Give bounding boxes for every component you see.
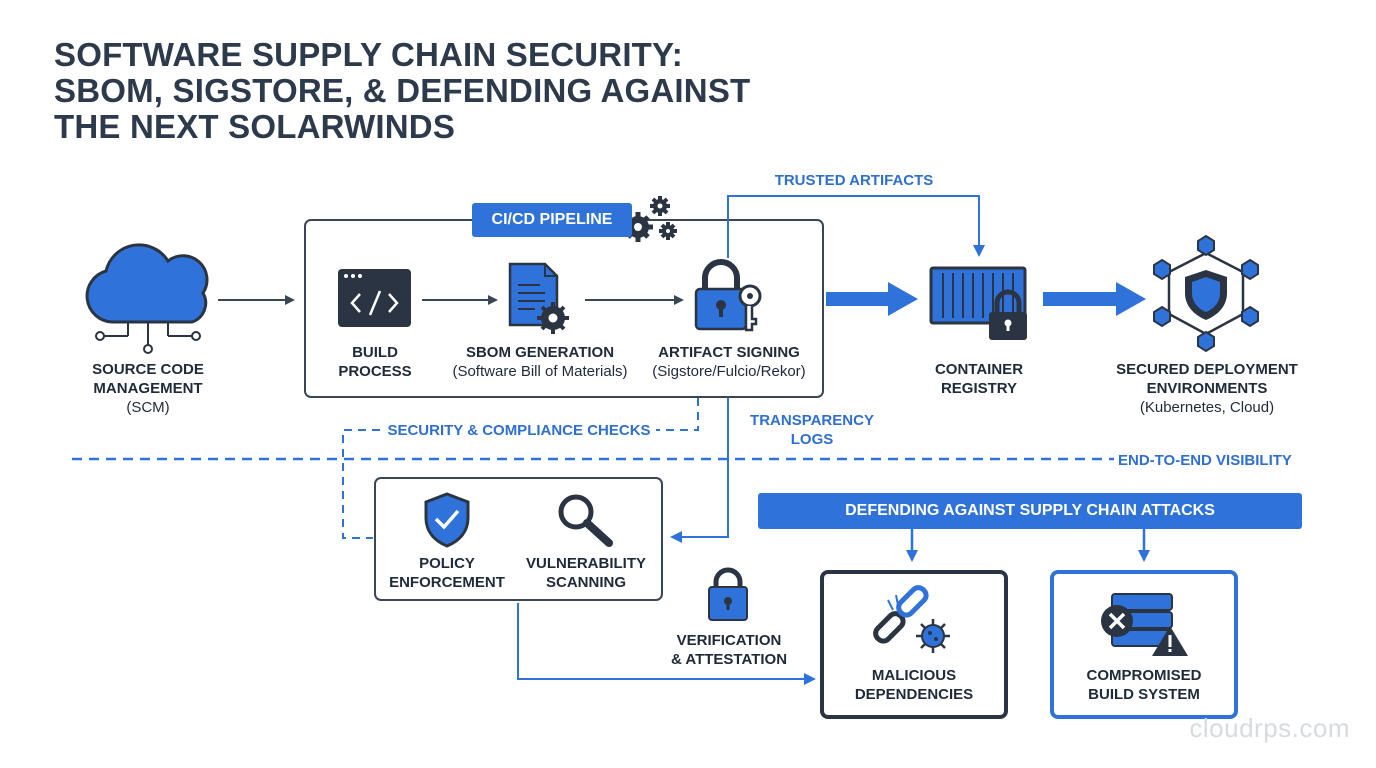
dashed-compliance-path [342, 398, 699, 539]
vuln-label: VULNERABILITY SCANNING [516, 554, 656, 592]
transparency-line-1: TRANSPARENCY [750, 412, 874, 429]
padlock-icon [708, 567, 748, 621]
build-title-2: PROCESS [338, 363, 412, 380]
pipeline-label: CI/CD PIPELINE [472, 203, 632, 237]
arrow-verification [517, 603, 816, 685]
shield-check-icon [424, 492, 470, 548]
signing-sub: (Sigstore/Fulcio/Rekor) [652, 363, 806, 380]
compliance-checks-label: SECURITY & COMPLIANCE CHECKS [382, 421, 656, 440]
scm-title-2: MANAGEMENT [93, 380, 203, 397]
cloud-icon [85, 243, 209, 354]
title-line-1: SOFTWARE SUPPLY CHAIN SECURITY: [54, 36, 683, 73]
title-line-2: SBOM, SIGSTORE, & DEFENDING AGAINST [54, 72, 751, 109]
server-warning-icon [1101, 593, 1188, 656]
checks-box [374, 477, 663, 601]
policy-label: POLICY ENFORCEMENT [382, 554, 512, 592]
vuln-title-2: SCANNING [545, 574, 626, 591]
malicious-label: MALICIOUS DEPENDENCIES [834, 666, 994, 704]
broken-chain-virus-icon [873, 585, 950, 653]
watermark: cloudrps.com [1189, 713, 1350, 743]
verify-title-2: & ATTESTATION [670, 651, 788, 668]
title-line-3: THE NEXT SOLARWINDS [54, 108, 456, 145]
document-gear-icon [508, 262, 569, 334]
sbom-label: SBOM GENERATION (Software Bill of Materi… [440, 343, 640, 381]
scm-sub: (SCM) [126, 399, 170, 416]
compromised-title-1: COMPROMISED [1086, 667, 1202, 684]
compromised-box [1050, 570, 1238, 719]
registry-title-1: CONTAINER [934, 361, 1024, 378]
scm-title-1: SOURCE CODE [92, 361, 204, 378]
visibility-label: END-TO-END VISIBILITY [1118, 452, 1292, 469]
padlock-key-icon [694, 259, 762, 332]
arrow-transparency-logs [670, 398, 729, 543]
scm-label: SOURCE CODE MANAGEMENT (SCM) [78, 360, 218, 417]
compromised-title-2: BUILD SYSTEM [1088, 686, 1200, 703]
arrow-pipeline-registry [826, 282, 918, 316]
magnifier-icon [558, 494, 613, 547]
deploy-title-1: SECURED DEPLOYMENT [1116, 361, 1298, 378]
transparency-logs-label: TRANSPARENCY LOGS [740, 411, 884, 449]
deploy-label: SECURED DEPLOYMENT ENVIRONMENTS (Kuberne… [1100, 360, 1314, 417]
container-lock-icon [929, 266, 1027, 340]
defending-banner: DEFENDING AGAINST SUPPLY CHAIN ATTACKS [758, 493, 1302, 529]
compromised-label: COMPROMISED BUILD SYSTEM [1064, 666, 1224, 704]
malicious-box [820, 570, 1008, 719]
sbom-title: SBOM GENERATION [465, 344, 615, 361]
verify-label: VERIFICATION & ATTESTATION [660, 631, 798, 669]
deploy-title-2: ENVIRONMENTS [1146, 380, 1268, 397]
malicious-title-1: MALICIOUS [871, 667, 957, 684]
deploy-sub: (Kubernetes, Cloud) [1139, 399, 1275, 416]
network-shield-icon [1153, 234, 1259, 353]
code-window-icon [338, 269, 411, 327]
policy-title-2: ENFORCEMENT [389, 574, 505, 591]
signing-label: ARTIFACT SIGNING (Sigstore/Fulcio/Rekor) [638, 343, 820, 381]
registry-title-2: REGISTRY [940, 380, 1018, 397]
policy-title-1: POLICY [419, 555, 475, 572]
registry-label: CONTAINER REGISTRY [909, 360, 1049, 398]
build-label: BUILD PROCESS [325, 343, 425, 381]
sbom-sub: (Software Bill of Materials) [452, 363, 628, 380]
vuln-title-1: VULNERABILITY [526, 555, 646, 572]
verify-title-1: VERIFICATION [676, 632, 782, 649]
transparency-line-2: LOGS [790, 431, 834, 448]
build-title-1: BUILD [352, 344, 398, 361]
signing-title: ARTIFACT SIGNING [658, 344, 800, 361]
trusted-artifacts-label: TRUSTED ARTIFACTS [774, 172, 934, 189]
arrow-trusted-artifacts [727, 195, 985, 258]
malicious-title-2: DEPENDENCIES [854, 686, 974, 703]
arrow-registry-deploy [1043, 282, 1146, 316]
